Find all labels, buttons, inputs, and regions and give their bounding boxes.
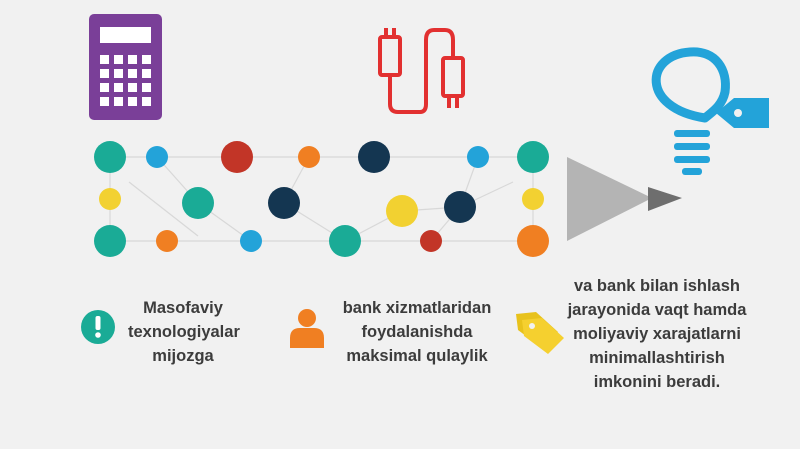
network-node bbox=[182, 187, 214, 219]
price-tags-icon bbox=[516, 312, 564, 354]
network-node bbox=[146, 146, 168, 168]
caption-line: maksimal qulaylik bbox=[346, 347, 488, 365]
network-node bbox=[156, 230, 178, 252]
caption-line: jarayonida vaqt hamda bbox=[567, 301, 747, 319]
caption-remote-technologies: Masofaviy texnologiyalar mijozga bbox=[128, 296, 240, 368]
network-node bbox=[444, 191, 476, 223]
network-node bbox=[329, 225, 361, 257]
calculator-icon bbox=[89, 14, 162, 120]
caption-line: bank xizmatlaridan bbox=[342, 299, 492, 317]
caption-line: minimallashtirish bbox=[589, 349, 725, 367]
network-nodes bbox=[94, 141, 549, 257]
lightbulb-price-tag-icon bbox=[651, 47, 769, 175]
network-node bbox=[94, 141, 126, 173]
network-node bbox=[99, 188, 121, 210]
caption-line: mijozga bbox=[152, 347, 214, 365]
network-node bbox=[467, 146, 489, 168]
caption-line: foydalanishda bbox=[361, 323, 473, 341]
caption-line: texnologiyalar bbox=[128, 323, 240, 341]
usb-cable-icon bbox=[378, 28, 465, 114]
network-node bbox=[240, 230, 262, 252]
exclamation-circle-icon bbox=[81, 310, 115, 344]
network-node bbox=[94, 225, 126, 257]
network-node bbox=[420, 230, 442, 252]
user-icon bbox=[290, 309, 324, 348]
caption-line: imkonini beradi. bbox=[593, 373, 721, 391]
funnel-arrow bbox=[567, 157, 682, 241]
network-node bbox=[386, 195, 418, 227]
network-node bbox=[522, 188, 544, 210]
caption-line: Masofaviy bbox=[143, 299, 223, 317]
network-node bbox=[221, 141, 253, 173]
network-node bbox=[358, 141, 390, 173]
network-node bbox=[517, 141, 549, 173]
network-node bbox=[298, 146, 320, 168]
caption-line: va bank bilan ishlash bbox=[574, 277, 740, 295]
caption-line: moliyaviy xarajatlarni bbox=[573, 325, 741, 343]
network-node bbox=[517, 225, 549, 257]
caption-cost-minimization: va bank bilan ishlash jarayonida vaqt ha… bbox=[562, 274, 752, 394]
network-node bbox=[268, 187, 300, 219]
caption-maximum-convenience: bank xizmatlaridan foydalanishda maksima… bbox=[332, 296, 502, 368]
